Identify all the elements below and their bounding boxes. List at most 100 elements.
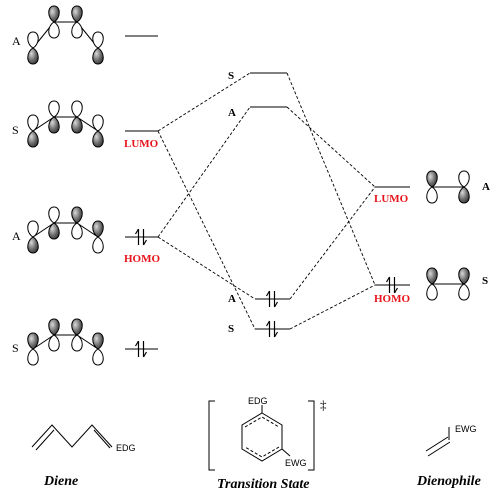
correlation-lines xyxy=(157,72,376,330)
dienophile-sym-2: S xyxy=(482,275,488,287)
dienophile-structure xyxy=(425,427,451,457)
dienophile-orbital-pictures xyxy=(426,170,470,301)
p-orbital xyxy=(71,100,83,134)
electron-down-arrow xyxy=(393,277,399,294)
diene-name: Diene xyxy=(43,474,78,489)
p-orbital xyxy=(27,220,39,254)
ts-electron-pair-2 xyxy=(265,320,279,338)
electron-down-arrow xyxy=(273,321,279,338)
orbital-lobe-bottom xyxy=(92,130,104,148)
electron-down-arrow xyxy=(142,341,148,358)
diene-structure xyxy=(31,424,113,451)
p-orbital xyxy=(71,318,83,352)
orbital-lobe-top xyxy=(92,220,104,238)
ts-substituent-ewg: EWG xyxy=(285,458,307,468)
orbital-lobe-top xyxy=(92,332,104,350)
orbital-lobe-bottom xyxy=(71,334,83,352)
orbital-lobe-bottom xyxy=(27,130,39,148)
orbital-lobe-top xyxy=(48,206,60,224)
diene-substituent: EDG xyxy=(116,443,136,453)
diene-orbital-set xyxy=(27,100,104,148)
p-orbital xyxy=(426,170,438,204)
orbital-lobe-top xyxy=(71,5,83,23)
orbital-lobe-bottom xyxy=(48,116,60,134)
diene-orbital-set xyxy=(27,318,104,366)
orbital-lobe-top xyxy=(48,100,60,118)
orbital-lobe-top xyxy=(27,220,39,238)
orbital-lobe-bottom xyxy=(71,222,83,240)
p-orbital xyxy=(71,5,83,39)
p-orbital xyxy=(458,267,470,301)
p-orbital xyxy=(71,206,83,240)
p-orbital xyxy=(92,332,104,366)
dienophile-orbital-set xyxy=(426,267,470,301)
p-orbital xyxy=(48,206,60,240)
orbital-lobe-bottom xyxy=(92,236,104,254)
orbital-lobe-top xyxy=(92,114,104,132)
diene-sym-3: A xyxy=(12,229,21,243)
orbital-lobe-top xyxy=(92,31,104,49)
electron-up-arrow xyxy=(134,340,140,357)
orbital-lobe-bottom xyxy=(48,334,60,352)
orbital-lobe-top xyxy=(27,332,39,350)
ts-electron-pair-1 xyxy=(265,290,279,308)
diene-electron-pair-homo xyxy=(134,228,148,246)
orbital-lobe-bottom xyxy=(92,47,104,65)
electron-up-arrow xyxy=(134,228,140,245)
diene-lumo-label: LUMO xyxy=(124,138,159,150)
ts-sym-4: S xyxy=(228,323,234,335)
electron-up-arrow xyxy=(265,320,271,337)
orbital-lobe-top xyxy=(426,267,438,285)
p-orbital xyxy=(27,332,39,366)
corr-diene-homo-to-ts-mid xyxy=(157,236,256,300)
orbital-lobe-top xyxy=(48,318,60,336)
diene-orbital-set xyxy=(27,5,104,65)
p-orbital xyxy=(48,100,60,134)
corr-ts-s-to-dienophile-homo xyxy=(286,72,376,286)
ts-name: Transition State xyxy=(217,477,309,492)
electron-down-arrow xyxy=(142,229,148,246)
dienophile-name: Dienophile xyxy=(416,474,481,489)
orbital-lobe-top xyxy=(27,114,39,132)
ts-dagger: ‡ xyxy=(320,397,327,412)
p-orbital xyxy=(27,31,39,65)
orbital-lobe-top xyxy=(458,170,470,188)
p-orbital xyxy=(27,114,39,148)
diene-sym-2: S xyxy=(12,123,19,137)
dienophile-substituent: EWG xyxy=(455,424,477,434)
p-orbital xyxy=(92,114,104,148)
p-orbital xyxy=(48,318,60,352)
p-orbital xyxy=(458,170,470,204)
transition-state-structure xyxy=(208,400,315,471)
electron-down-arrow xyxy=(273,291,279,308)
orbital-lobe-top xyxy=(458,267,470,285)
corr-ts-low-to-dienophile-homo xyxy=(289,284,376,330)
ts-substituent-edg: EDG xyxy=(248,396,268,406)
dienophile-electron-pair xyxy=(385,276,399,294)
diene-electron-pair-low xyxy=(134,340,148,358)
electron-up-arrow xyxy=(265,290,271,307)
orbital-lobe-bottom xyxy=(71,116,83,134)
orbital-lobe-top xyxy=(71,318,83,336)
ts-sym-1: S xyxy=(228,70,234,82)
orbital-lobe-bottom xyxy=(48,222,60,240)
orbital-lobe-bottom xyxy=(458,186,470,204)
orbital-lobe-bottom xyxy=(92,348,104,366)
corr-diene-lumo-to-ts-s xyxy=(157,72,251,132)
p-orbital xyxy=(92,31,104,65)
dienophile-homo-label: HOMO xyxy=(374,293,410,305)
orbital-lobe-bottom xyxy=(71,21,83,39)
orbital-lobe-bottom xyxy=(48,21,60,39)
orbital-lobe-bottom xyxy=(27,47,39,65)
orbital-lobe-top xyxy=(48,5,60,23)
ts-sym-3: A xyxy=(228,293,236,305)
ts-sym-2: A xyxy=(228,107,236,119)
dienophile-orbital-set xyxy=(426,170,470,204)
orbital-lobe-top xyxy=(71,100,83,118)
corr-diene-homo-to-ts-a xyxy=(157,106,251,238)
p-orbital xyxy=(426,267,438,301)
orbital-lobe-bottom xyxy=(426,186,438,204)
diene-orbital-pictures xyxy=(27,5,104,366)
diene-sym-4: S xyxy=(12,341,19,355)
